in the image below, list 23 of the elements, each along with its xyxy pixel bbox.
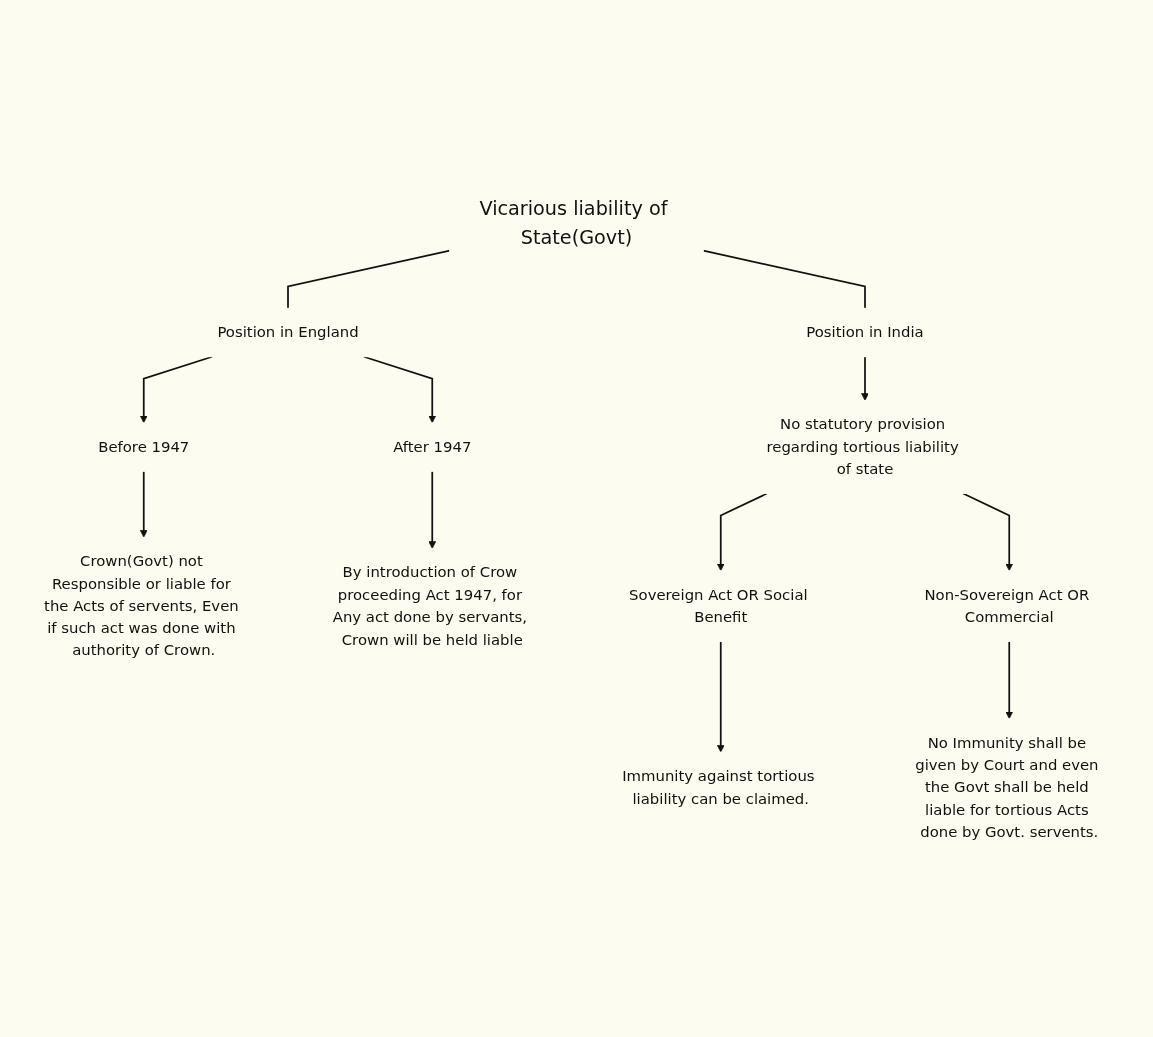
connector — [287, 249, 451, 310]
connector — [702, 249, 866, 310]
arrow — [139, 355, 213, 424]
arrow — [1005, 640, 1014, 720]
node-text: No Immunity shall be given by Court and even the Govt shall be held liable for tortious Acts done by Govt. servents. — [915, 733, 1099, 841]
node-text: Crown(Govt) not Responsible or liable for the Acts of servents, Even if such act was done with authority of Crown. — [44, 552, 239, 659]
node-text: Sovereign Act OR Social Benefit — [629, 585, 808, 626]
node-text: After 1947 — [393, 437, 472, 456]
node-text: Before 1947 — [98, 437, 190, 456]
arrow — [962, 492, 1014, 572]
arrow — [716, 640, 725, 753]
node-text: Position in India — [806, 323, 924, 341]
arrow — [139, 470, 148, 538]
node-text: Immunity against tortious liability can be claimed. — [622, 767, 815, 807]
arrow — [716, 492, 768, 572]
arrow — [363, 355, 437, 424]
node-text: By introduction of Crow proceeding Act 1947, for Any act done by servants, Crown will be held liable — [332, 563, 528, 648]
arrow — [861, 355, 869, 401]
node-text: Non-Sovereign Act OR Commercial — [924, 585, 1090, 626]
node-text: No statutory provision regarding tortious liability of state — [766, 415, 959, 478]
arrow — [428, 470, 437, 549]
node-text: Position in England — [217, 323, 359, 341]
node-text: Vicarious liability of State(Govt) — [479, 197, 668, 248]
